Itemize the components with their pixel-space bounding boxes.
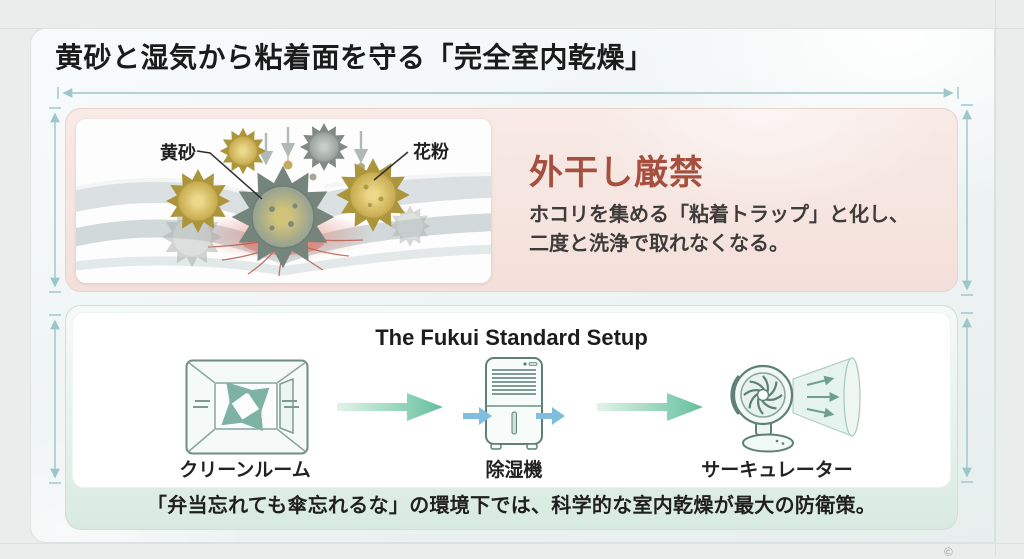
clean-room-icon <box>185 359 309 455</box>
falling-gray-particle <box>300 123 348 171</box>
flow-arrow-2 <box>597 393 703 421</box>
adhesive-surface-illustration: 黄砂 花粉 <box>76 119 491 283</box>
step-label-dehumidifier: 除湿機 <box>485 460 543 481</box>
page-title: 黄砂と湿気から粘着面を守る「完全室内乾燥」 <box>55 42 654 73</box>
watermark: © <box>944 545 953 559</box>
vent-grille <box>492 369 536 395</box>
setup-caption: 「弁当忘れても傘忘れるな」の環境下では、科学的な室内乾燥が最大の防衛策。 <box>146 495 877 517</box>
ghost-particle-right <box>389 205 431 247</box>
background-seam-right <box>995 0 996 556</box>
step-label-clean-room: クリーンルーム <box>179 460 311 481</box>
setup-diagram-area: The Fukui Standard Setup <box>72 312 951 488</box>
hazard-heading: 外干し厳禁 <box>529 154 704 192</box>
falling-yellow-particle <box>219 127 267 175</box>
pollen-particle-right <box>336 158 410 232</box>
leader-lines <box>196 150 409 200</box>
label-yellow-sand: 黄砂 <box>160 142 196 163</box>
hazard-body-line-2: 二度と洗浄で取れなくなる。 <box>529 233 789 255</box>
vent-lines <box>193 400 299 408</box>
falling-arrows <box>258 127 369 166</box>
hazard-body-line-1: ホコリを集める「粘着トラップ」と化し、 <box>529 204 909 226</box>
air-circulation-arrows <box>221 382 270 432</box>
setup-title: The Fukui Standard Setup <box>375 325 648 350</box>
impact-particle-center <box>231 165 335 269</box>
airflow-out-arrow <box>536 407 565 425</box>
hazard-body-text: ホコリを集める「粘着トラップ」と化し、 二度と洗浄で取れなくなる。 <box>529 201 959 259</box>
label-pollen: 花粉 <box>413 141 449 162</box>
outdoor-drying-hazard-panel: 黄砂 花粉 外干し厳禁 ホコリを集める「粘着トラップ」と化し、 二度と洗浄で取れ… <box>65 108 958 292</box>
flow-arrow-1 <box>337 393 443 421</box>
dehumidifier-icon <box>463 357 565 450</box>
fukui-standard-setup-panel: The Fukui Standard Setup <box>65 305 958 530</box>
cone-arrows <box>806 375 840 418</box>
circulator-fan-icon <box>730 357 861 453</box>
airflow-in-arrow <box>463 407 492 425</box>
step-label-circulator: サーキュレーター <box>701 460 853 481</box>
dust-impact-graphic: 黄砂 花粉 <box>76 123 491 277</box>
yellow-sand-particle-left <box>166 169 230 233</box>
background-seam-bottom <box>0 543 1024 544</box>
